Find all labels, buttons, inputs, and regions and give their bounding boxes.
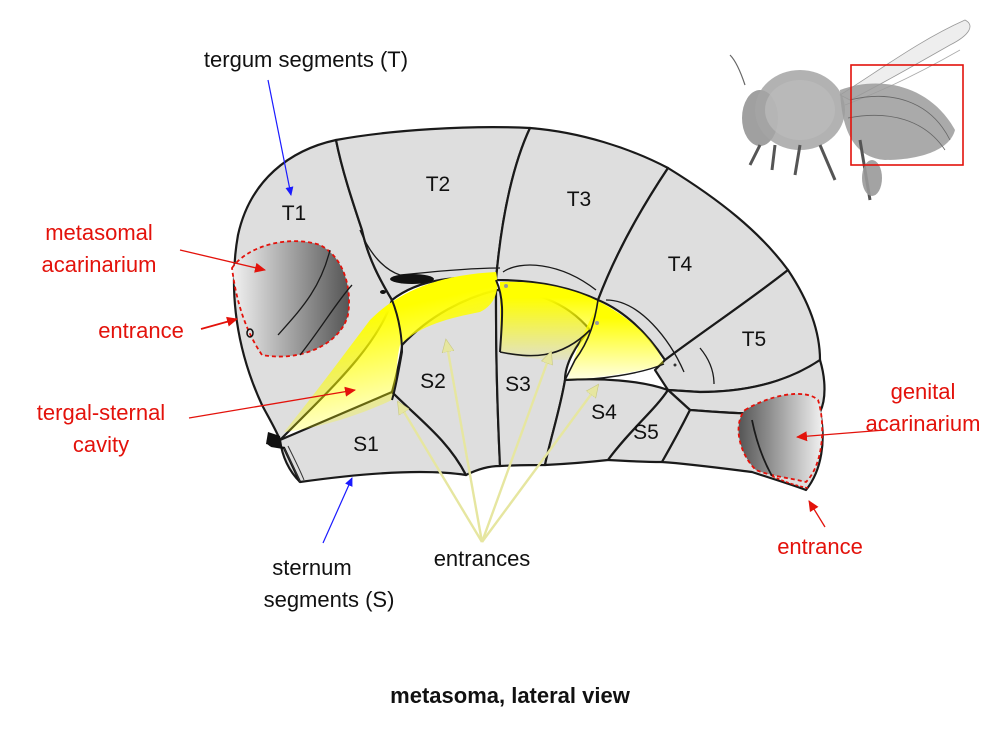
arrow-sternum: [322, 477, 353, 544]
arrow-metasomal: [179, 249, 266, 273]
label-sternum-line2: segments (S): [264, 587, 395, 612]
label-metasomal-line2: acarinarium: [42, 252, 157, 277]
arrow-entrance-left: [200, 316, 238, 330]
entrances-arrows: [396, 340, 598, 543]
label-entrance-left: entrance: [98, 318, 184, 343]
label-metasomal-line1: metasomal: [45, 220, 153, 245]
diagram-title: metasoma, lateral view: [390, 683, 631, 708]
metasoma-body: [232, 126, 826, 492]
segment-t3: T3: [567, 188, 592, 211]
segment-s3: S3: [505, 373, 531, 396]
arrow-entrance-right: [808, 500, 826, 528]
segment-s5: S5: [633, 421, 659, 444]
segment-t1: T1: [282, 202, 307, 225]
spiracle-mark: [246, 328, 254, 338]
genital-acarinarium-region: [737, 393, 824, 483]
label-entrances: entrances: [434, 546, 531, 571]
tergal-sternal-cavity-3: [568, 302, 664, 380]
segment-t5: T5: [742, 328, 767, 351]
segment-t2: T2: [426, 173, 451, 196]
label-tergum: tergum segments (T): [204, 47, 408, 72]
segment-s2: S2: [420, 370, 446, 393]
bee-illustration-icon: [729, 19, 971, 201]
tergal-sternal-cavity-1: [284, 272, 498, 432]
label-genital-line1: genital: [891, 379, 956, 404]
label-entrance-right: entrance: [777, 534, 863, 559]
segment-t4: T4: [668, 253, 693, 276]
base-stub: [266, 432, 282, 448]
inset-highlight-box: [850, 64, 964, 166]
arrow-genital: [796, 429, 886, 442]
arrow-tergum: [267, 79, 294, 196]
arrow-tergal: [188, 386, 356, 419]
label-tergal-line2: cavity: [73, 432, 129, 457]
segment-s1: S1: [353, 433, 379, 456]
mark-t2: [390, 274, 434, 284]
label-tergal-line1: tergal-sternal: [37, 400, 165, 425]
label-sternum-line1: sternum: [272, 555, 351, 580]
label-genital-line2: acarinarium: [866, 411, 981, 436]
segment-s4: S4: [591, 401, 617, 424]
